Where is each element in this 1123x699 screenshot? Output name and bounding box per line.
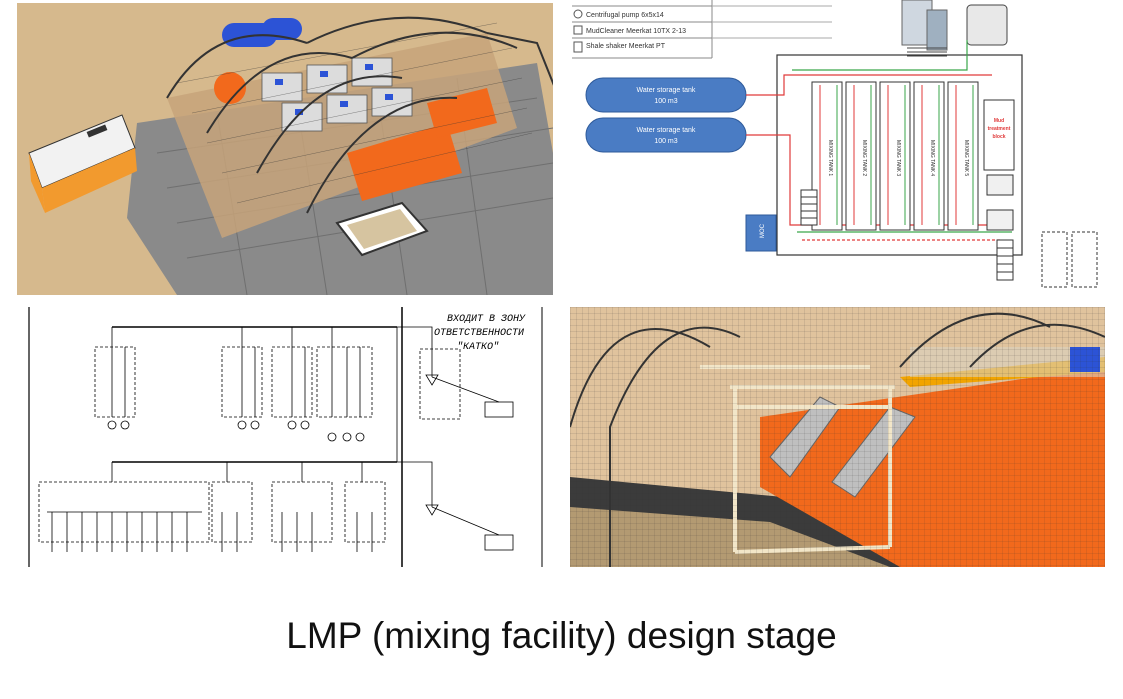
svg-text:Water storage tank: Water storage tank — [637, 127, 696, 134]
svg-text:MIXING TANK 3: MIXING TANK 3 — [895, 140, 901, 176]
water-storage-tank-1: Water storage tank 100 m3 — [585, 77, 747, 113]
responsibility-zone-note: ВХОДИТ В ЗОНУ ОТВЕТСТВЕННОСТИ "КАТКО" — [434, 314, 526, 353]
legend-pump: Centrifugal pump 6x5x14 — [586, 12, 664, 19]
svg-text:"КАТКО": "КАТКО" — [457, 341, 499, 353]
water-storage-tank-2: Water storage tank 100 m3 — [585, 117, 747, 153]
roof-tank-icon — [222, 18, 302, 47]
svg-text:MIXING TANK 5: MIXING TANK 5 — [963, 140, 969, 176]
slide-caption: LMP (mixing facility) design stage — [286, 615, 837, 656]
svg-text:МОС: МОС — [760, 223, 766, 238]
svg-text:treatment: treatment — [988, 126, 1011, 132]
svg-text:MIXING TANK 2: MIXING TANK 2 — [861, 140, 867, 176]
electrical-single-line-diagram: ВХОДИТ В ЗОНУ ОТВЕТСТВЕННОСТИ "КАТКО" — [17, 307, 553, 567]
svg-text:Water storage tank: Water storage tank — [637, 87, 696, 94]
legend-mudcleaner: MudCleaner Meerkat 10TX 2-13 — [586, 28, 686, 35]
svg-text:ВХОДИТ В ЗОНУ: ВХОДИТ В ЗОНУ — [447, 314, 526, 325]
svg-text:Mud: Mud — [994, 118, 1004, 124]
moc-unit: МОС — [745, 214, 777, 252]
facility-3d-render — [17, 3, 553, 295]
interior-chutes-render — [570, 307, 1105, 567]
mud-treatment-block: Mud treatment block — [983, 99, 1015, 231]
svg-text:MIXING TANK 1: MIXING TANK 1 — [827, 140, 833, 176]
svg-text:100 m3: 100 m3 — [654, 98, 677, 105]
svg-text:ОТВЕТСТВЕННОСТИ: ОТВЕТСТВЕННОСТИ — [434, 328, 524, 339]
process-flow-diagram: Centrifugal pump 6x5x14 MudCleaner Meerk… — [572, 0, 1107, 295]
svg-text:100 m3: 100 m3 — [654, 138, 677, 145]
legend-shaker: Shale shaker Meerkat PT — [586, 43, 666, 50]
svg-text:MIXING TANK 4: MIXING TANK 4 — [929, 140, 935, 176]
equipment-legend — [572, 0, 713, 59]
mixing-tanks — [811, 81, 979, 231]
svg-text:block: block — [992, 134, 1005, 140]
